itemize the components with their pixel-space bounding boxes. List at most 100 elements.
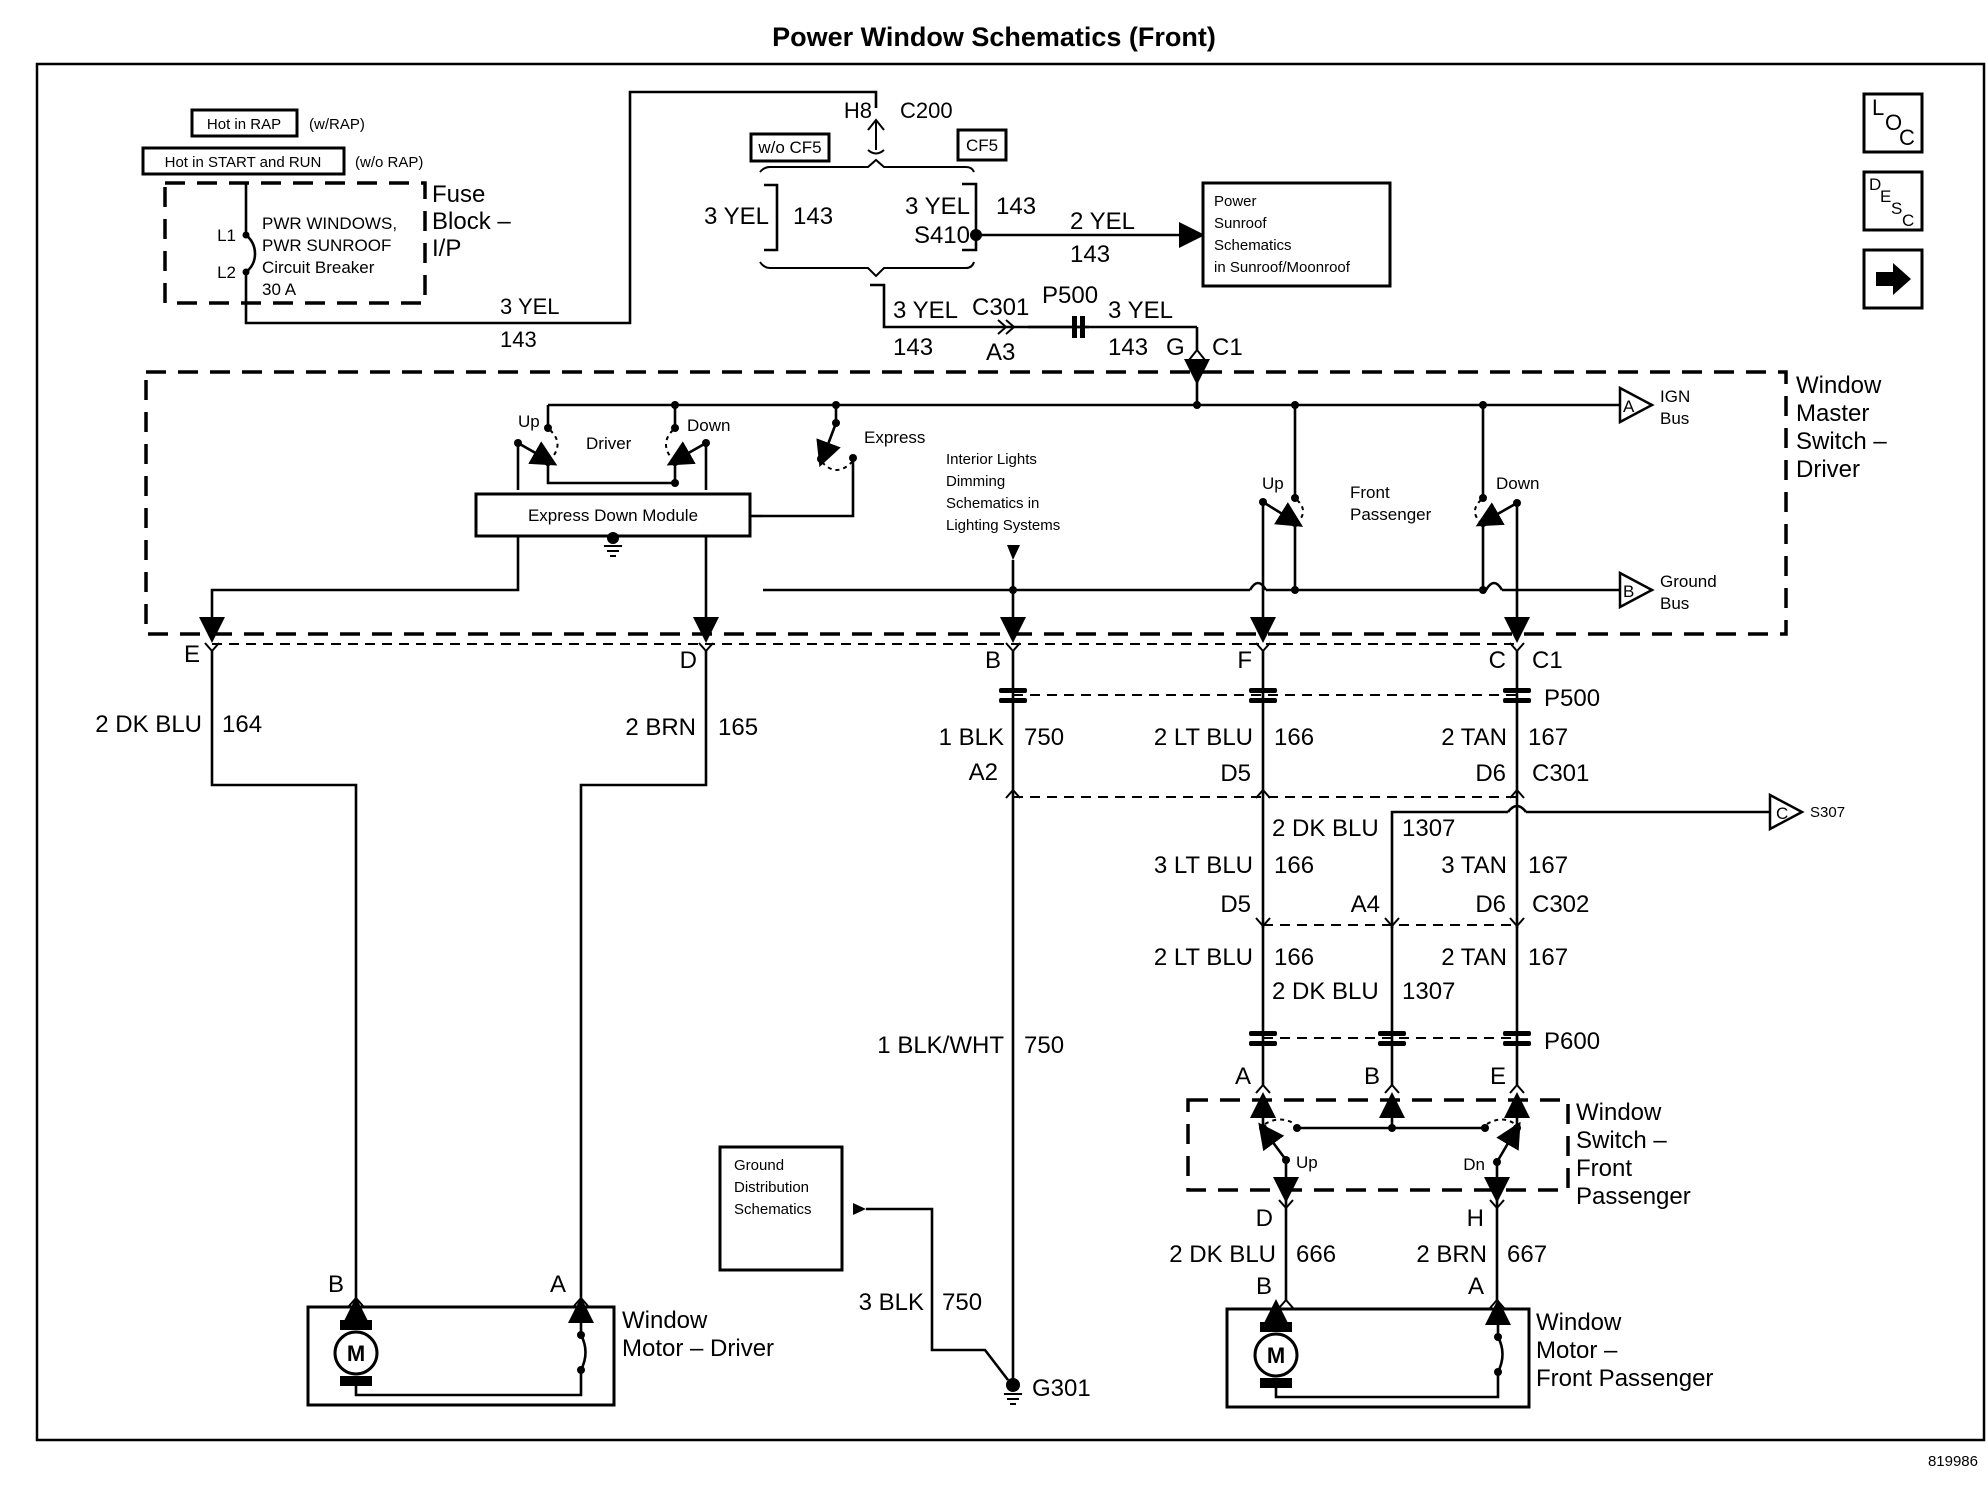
c302-pin-a4: A4 — [1351, 891, 1380, 918]
interior-ref-line-2: Dimming — [946, 473, 1005, 490]
pass-label-1: Front — [1350, 483, 1390, 502]
c302-label: C302 — [1532, 891, 1589, 918]
page-title: Power Window Schematics (Front) — [772, 22, 1216, 52]
desc-letter-c: C — [1902, 211, 1914, 230]
wire-750b-circuit: 750 — [1024, 1032, 1064, 1059]
c302-a-color: 3 LT BLU — [1154, 852, 1253, 879]
p600-inline-connectors — [1249, 1031, 1531, 1046]
sunroof-ref-line-1: Power — [1214, 193, 1257, 210]
interior-ref-line-3: Schematics in — [946, 495, 1039, 512]
sunroof-ref-line-2: Sunroof — [1214, 215, 1267, 232]
ground-distribution-ref-box[interactable] — [718, 1145, 844, 1272]
splice-s410: S410 — [914, 222, 970, 249]
fuse-block-label-2: Block – — [432, 208, 511, 235]
c1-pin-f: F — [1237, 647, 1252, 674]
wire-164-color: 2 DK BLU — [95, 711, 202, 738]
loc-letter-l: L — [1872, 95, 1884, 120]
wire-167-circuit: 167 — [1528, 724, 1568, 751]
low-dk-circuit: 1307 — [1402, 978, 1455, 1005]
pass-motor-label-2: Motor – — [1536, 1337, 1618, 1364]
feed-wire-circuit: 143 — [500, 327, 537, 352]
s307-letter: C — [1776, 804, 1788, 823]
interior-lights-arrow — [1007, 545, 1020, 560]
breaker-line-3: Circuit Breaker — [262, 258, 375, 277]
driver-motor-label-1: Window — [622, 1307, 708, 1334]
c302-a-circuit: 166 — [1274, 852, 1314, 879]
wire-750c-circuit: 750 — [942, 1289, 982, 1316]
pass-up-label: Up — [1262, 474, 1284, 493]
wire-666-color: 2 DK BLU — [1169, 1241, 1276, 1268]
hot-in-start-run-box — [141, 146, 346, 176]
s307-connector — [1768, 792, 1805, 832]
option-cf5: CF5 — [966, 136, 998, 155]
wire-666-circuit: 666 — [1296, 1241, 1336, 1268]
fuse-block-outline — [163, 181, 427, 305]
hot-in-start-run-label: Hot in START and RUN — [165, 154, 322, 171]
pass-down-label: Down — [1496, 474, 1539, 493]
p600-label: P600 — [1544, 1028, 1600, 1055]
p500-inline: P500 — [1042, 282, 1098, 309]
c1-pin-b: B — [985, 647, 1001, 674]
ground-ref-line-2: Distribution — [734, 1179, 809, 1196]
terminal-l1: L1 — [217, 226, 236, 245]
desc-letter-e: E — [1880, 187, 1891, 206]
loc-button[interactable]: L O C — [1862, 92, 1924, 154]
low-b-color: 2 TAN — [1441, 944, 1507, 971]
express-down-module-label: Express Down Module — [528, 506, 698, 525]
breaker-line-4: 30 A — [262, 280, 297, 299]
ground-g301: G301 — [1032, 1375, 1091, 1402]
figure-id: 819986 — [1928, 1453, 1978, 1470]
driver-switch-label: Driver — [586, 434, 632, 453]
option-cf5-box — [956, 128, 1008, 162]
pass-motor-pin-b: B — [1256, 1273, 1272, 1300]
c301-pin-d6: D6 — [1475, 760, 1506, 787]
right-arrow-icon — [1876, 263, 1911, 295]
pass-label-2: Passenger — [1350, 505, 1432, 524]
left-branch-circuit: 143 — [793, 203, 833, 230]
pass-motor-label-1: Window — [1536, 1309, 1622, 1336]
wire-165-color: 2 BRN — [625, 714, 696, 741]
ground-bus-connector — [1618, 570, 1655, 610]
wire-165-circuit: 165 — [718, 714, 758, 741]
wire-750c-color: 3 BLK — [859, 1289, 924, 1316]
low-dk-color: 2 DK BLU — [1272, 978, 1379, 1005]
hot-in-rap-box — [190, 108, 299, 138]
c301-feed-wire — [870, 283, 1089, 329]
express-down-module — [474, 492, 752, 538]
driver-motor-pin-a: A — [550, 1271, 566, 1298]
c302-b-color: 3 TAN — [1441, 852, 1507, 879]
master-switch-label-2: Master — [1796, 400, 1869, 427]
c1-pin-e: E — [184, 641, 200, 668]
ground-bus-letter: B — [1623, 582, 1634, 601]
low-b-circuit: 167 — [1528, 944, 1568, 971]
hot-in-rap-label: Hot in RAP — [207, 116, 281, 133]
pass-motor-pin-a: A — [1468, 1273, 1484, 1300]
low-a-color: 2 LT BLU — [1154, 944, 1253, 971]
wire-165 — [579, 651, 708, 1298]
option-wo-cf5-box — [749, 132, 831, 163]
wire-750b-color: 1 BLK/WHT — [877, 1032, 1004, 1059]
c1-feed-circuit: 143 — [1108, 334, 1148, 361]
p500-label: P500 — [1544, 685, 1600, 712]
module-ground-icon — [607, 532, 619, 544]
master-switch-outline — [144, 370, 1788, 636]
c1-pin-d: D — [680, 647, 697, 674]
wire-1307-color: 2 DK BLU — [1272, 815, 1379, 842]
driver-down-label: Down — [687, 416, 730, 435]
ground-ref-line-3: Schematics — [734, 1201, 812, 1218]
desc-letter-d: D — [1869, 175, 1881, 194]
sunroof-reference-box[interactable] — [1201, 181, 1392, 288]
next-page-button[interactable] — [1862, 248, 1924, 310]
ground-bus-label-2: Bus — [1660, 594, 1689, 613]
right-branch-circuit: 143 — [996, 193, 1036, 220]
ign-bus-connector — [1618, 385, 1655, 425]
c301-pin-a2: A2 — [969, 759, 998, 786]
c301-feed-color: 3 YEL — [893, 297, 958, 324]
wire-667-color: 2 BRN — [1416, 1241, 1487, 1268]
wire-166-color: 2 LT BLU — [1154, 724, 1253, 751]
c302-pin-d6: D6 — [1475, 891, 1506, 918]
desc-button[interactable]: D E S C — [1862, 170, 1924, 232]
c301-feed-circuit: 143 — [893, 334, 933, 361]
hot-in-rap-note: (w/RAP) — [309, 116, 365, 133]
